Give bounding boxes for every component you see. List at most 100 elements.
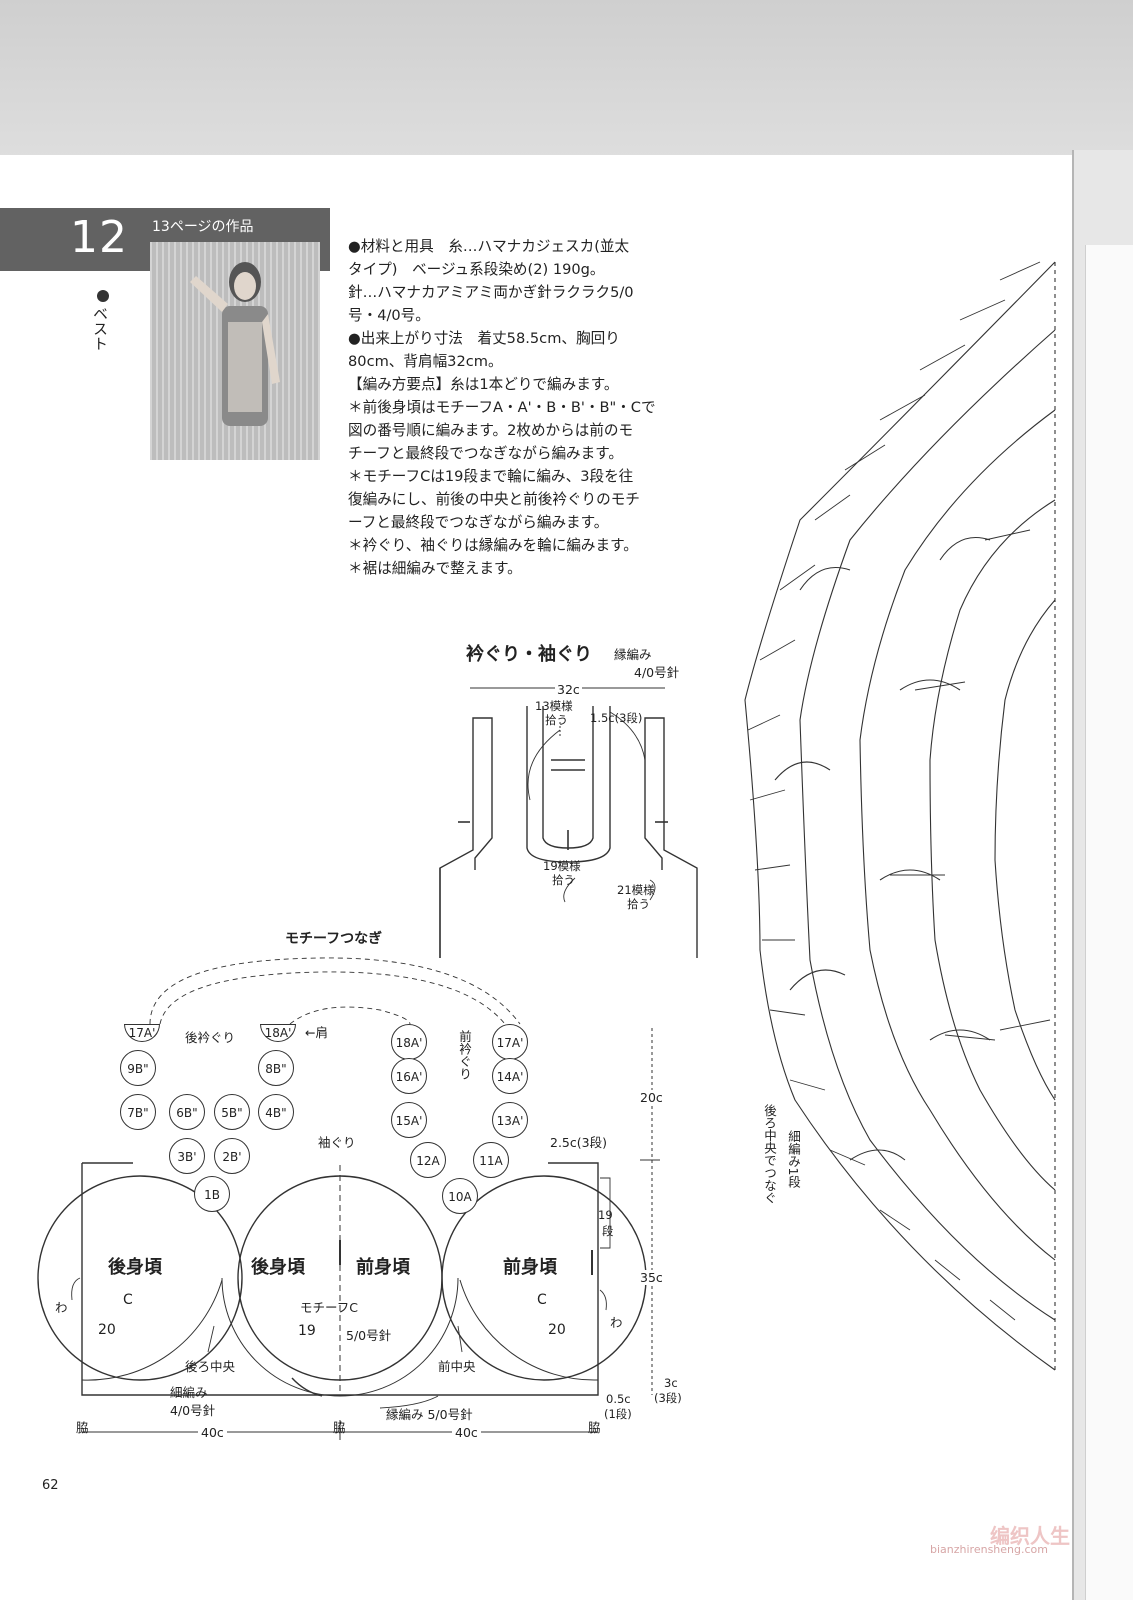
model-figure-icon bbox=[190, 262, 280, 426]
bottom-3c-label: 3c bbox=[664, 1376, 678, 1390]
motif-11A: 11A bbox=[473, 1142, 509, 1178]
category-bullet bbox=[97, 290, 109, 302]
hook-4-label: 4/0号針 bbox=[170, 1403, 216, 1418]
side-right-label: 脇 bbox=[588, 1420, 601, 1435]
motif-8B: 8B" bbox=[258, 1050, 294, 1086]
pickup-13-line2: 拾う bbox=[545, 713, 568, 727]
motif-2B: 2B' bbox=[214, 1138, 250, 1174]
crochet-sc-label: 細編み1段 bbox=[786, 1130, 801, 1188]
motif-diagram-title: モチーフつなぎ bbox=[285, 931, 383, 947]
hook-5-label: 5/0号針 bbox=[346, 1328, 392, 1343]
model-photo bbox=[150, 242, 320, 460]
category-label: ベスト bbox=[91, 306, 109, 351]
side-center-label: 脇 bbox=[333, 1420, 346, 1435]
ring-left-label: わ bbox=[55, 1300, 68, 1315]
materials-and-instructions: ●材料と用具 糸…ハマナカジェスカ(並太 タイプ) ベージュ系段染め(2) 19… bbox=[348, 235, 693, 580]
spec-line: 針…ハマナカアミアミ両かぎ針ラクラク5/0 bbox=[348, 284, 634, 301]
motif-10A: 10A bbox=[442, 1178, 478, 1214]
spec-line: ＊裾は細編みで整えます。 bbox=[348, 560, 522, 577]
motif-17A-front: 17A' bbox=[492, 1024, 528, 1060]
height-35-label: 35c bbox=[640, 1270, 663, 1285]
shoulder-label: ←肩 bbox=[305, 1025, 328, 1040]
front-neck-label: 前衿ぐり bbox=[457, 1030, 472, 1080]
spec-line: ＊衿ぐり、袖ぐりは縁編みを輪に編みます。 bbox=[348, 537, 638, 554]
back-neck-label: 後衿ぐり bbox=[185, 1030, 236, 1045]
edge-hook-label: 4/0号針 bbox=[634, 665, 680, 680]
crochet-chart-lines bbox=[744, 261, 1056, 1371]
spec-line: 号・4/0号。 bbox=[348, 307, 430, 324]
spec-line: ＊前後身頃はモチーフA・A'・B・B'・B"・Cで bbox=[348, 399, 656, 416]
motif-16A: 16A' bbox=[391, 1058, 427, 1094]
front-center-label: 前中央 bbox=[438, 1359, 476, 1374]
spec-line: ●材料と用具 糸…ハマナカジェスカ(並太 bbox=[348, 238, 630, 255]
motif-9B: 9B" bbox=[120, 1050, 156, 1086]
width-40-left: 40c bbox=[198, 1425, 227, 1440]
page-number: 62 bbox=[42, 1478, 59, 1493]
rows-19-dim-2: 段 bbox=[602, 1224, 614, 1238]
spec-line: タイプ) ベージュ系段染め(2) 190g。 bbox=[348, 261, 605, 278]
motif-17A-back: 17A' bbox=[124, 1024, 160, 1042]
motif-6B: 6B" bbox=[169, 1094, 205, 1130]
spec-line: ーフと最終段でつなぎながら編みます。 bbox=[348, 514, 609, 531]
motif-12A: 12A bbox=[410, 1142, 446, 1178]
crochet-spikes bbox=[747, 261, 1051, 1321]
crochet-join-label: 後ろ中央でつなぐ bbox=[762, 1104, 777, 1204]
motif-4B: 4B" bbox=[258, 1094, 294, 1130]
pickup-21-line2: 拾う bbox=[627, 897, 650, 911]
motif-3B: 3B' bbox=[169, 1138, 205, 1174]
edging-label: 縁編み 5/0号針 bbox=[386, 1407, 473, 1422]
pickup-19-line2: 拾う bbox=[552, 873, 575, 887]
back-body-left-label: 後身頃 bbox=[108, 1257, 162, 1278]
watermark-url: bianzhirensheng.com bbox=[930, 1543, 1048, 1556]
edge-rows-label: 1.5c(3段) bbox=[590, 711, 643, 725]
armhole-label: 袖ぐり bbox=[318, 1135, 356, 1150]
motif-7B: 7B" bbox=[120, 1094, 156, 1130]
motif-c-right: C bbox=[537, 1292, 547, 1308]
motif-1B: 1B bbox=[194, 1176, 230, 1212]
rows-20-right: 20 bbox=[548, 1322, 566, 1338]
pickup-21-line1: 21模様 bbox=[617, 883, 655, 897]
pickup-19-line1: 19模様 bbox=[543, 859, 581, 873]
motif-14A: 14A' bbox=[492, 1058, 528, 1094]
edge-diagram-title: 衿ぐり・袖ぐり bbox=[466, 644, 592, 665]
rows-20-left: 20 bbox=[98, 1322, 116, 1338]
width-40-right: 40c bbox=[452, 1425, 481, 1440]
bottom-1row-label: (1段) bbox=[604, 1407, 632, 1421]
edge-stitch-label: 縁編み bbox=[614, 647, 652, 662]
next-page-edge bbox=[1085, 245, 1133, 1600]
scanner-top-margin bbox=[0, 0, 1133, 160]
rows-19-dim-1: 19 bbox=[598, 1208, 613, 1222]
motif-5B: 5B" bbox=[214, 1094, 250, 1130]
spec-line: 復編みにし、前後の中央と前後衿ぐりのモチ bbox=[348, 491, 640, 508]
back-center-label: 後ろ中央 bbox=[185, 1359, 236, 1374]
source-page-ref: 13ページの作品 bbox=[152, 219, 254, 235]
pickup-13-line1: 13模様 bbox=[535, 699, 573, 713]
spec-line: 80cm、背肩幅32cm。 bbox=[348, 353, 503, 370]
spec-line: 図の番号順に編みます。2枚めからは前のモ bbox=[348, 422, 634, 439]
shoulder-width-label: 32c bbox=[555, 682, 582, 697]
motif-c-center: モチーフC bbox=[300, 1300, 358, 1315]
front-body-right-label: 前身頃 bbox=[503, 1257, 557, 1278]
watermark-logo: 编织人生 bbox=[990, 1524, 1070, 1548]
height-20-label: 20c bbox=[640, 1090, 663, 1105]
motif-13A: 13A' bbox=[492, 1102, 528, 1138]
bottom-3rows-label: (3段) bbox=[654, 1391, 682, 1405]
sc-label: 細編み bbox=[170, 1385, 208, 1400]
ring-right-label: わ bbox=[610, 1315, 623, 1330]
back-body-center-label: 後身頃 bbox=[251, 1257, 305, 1278]
pattern-number: 12 bbox=[70, 212, 128, 263]
spec-line: 【編み方要点】糸は1本どりで編みます。 bbox=[348, 376, 619, 393]
spec-line: チーフと最終段でつなぎながら編みます。 bbox=[348, 445, 623, 462]
spec-line: ＊モチーフCは19段まで輪に編み、3段を往 bbox=[348, 468, 634, 485]
bottom-05c-label: 0.5c bbox=[606, 1392, 631, 1406]
motif-18A-front: 18A' bbox=[391, 1024, 427, 1060]
motif-18A-back: 18A' bbox=[260, 1024, 296, 1042]
motif-c-left: C bbox=[123, 1292, 133, 1308]
front-body-center-label: 前身頃 bbox=[356, 1257, 410, 1278]
rows-19-center: 19 bbox=[298, 1323, 316, 1339]
spec-line: ●出来上がり寸法 着丈58.5cm、胸回り bbox=[348, 330, 620, 347]
edge-25-label: 2.5c(3段) bbox=[550, 1135, 607, 1150]
side-left-label: 脇 bbox=[76, 1420, 89, 1435]
